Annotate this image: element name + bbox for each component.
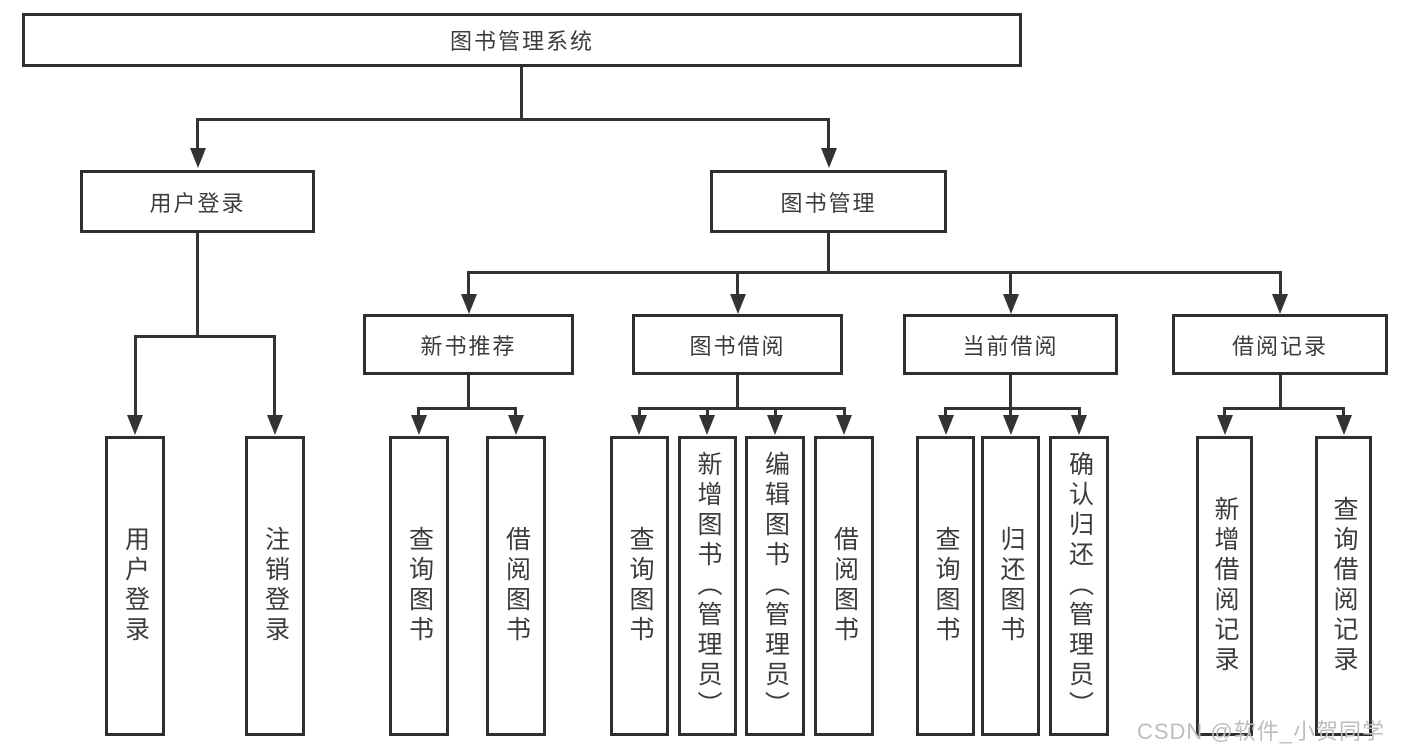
- connector-line: [514, 407, 517, 417]
- connector-line: [706, 407, 709, 417]
- leaf-add-borrow-record: 新增借阅记录: [1196, 436, 1253, 736]
- connector-line: [467, 271, 470, 295]
- leaf-borrow-books-2: 借阅图书: [814, 436, 874, 736]
- node-label: 借阅图书: [502, 526, 531, 646]
- connector-line: [736, 271, 739, 295]
- connector-line: [1009, 271, 1012, 295]
- arrowhead-down: [508, 415, 524, 435]
- node-current-borrowing: 当前借阅: [903, 314, 1118, 375]
- node-label: 查询借阅记录: [1330, 496, 1358, 676]
- node-book-borrowing: 图书借阅: [632, 314, 843, 375]
- node-new-book-recommendation: 新书推荐: [363, 314, 574, 375]
- arrowhead-down: [938, 415, 954, 435]
- node-label: 新增图书（管理员）: [694, 451, 722, 721]
- node-label: 用户登录: [149, 190, 246, 216]
- watermark: CSDN @软件_小贺同学: [1136, 719, 1385, 744]
- leaf-query-books-1: 查询图书: [389, 436, 449, 736]
- connector-line: [843, 407, 846, 417]
- node-label: 图书管理系统: [449, 29, 594, 54]
- arrowhead-down: [631, 415, 647, 435]
- node-label: 新书推荐: [420, 333, 517, 359]
- connector-line: [196, 118, 199, 150]
- leaf-add-books-admin: 新增图书（管理员）: [678, 436, 737, 736]
- leaf-query-borrow-record: 查询借阅记录: [1315, 436, 1372, 736]
- node-label: 查询图书: [626, 526, 654, 646]
- arrowhead-down: [1217, 415, 1233, 435]
- arrowhead-down: [1003, 294, 1019, 314]
- arrowhead-down: [730, 294, 746, 314]
- arrowhead-down: [267, 415, 283, 435]
- connector-line: [944, 407, 1081, 410]
- connector-line: [273, 335, 276, 417]
- node-book-management: 图书管理: [710, 170, 947, 233]
- arrowhead-down: [461, 294, 477, 314]
- connector-line: [944, 407, 947, 417]
- connector-line: [467, 271, 1282, 274]
- node-label: 编辑图书（管理员）: [761, 451, 790, 721]
- node-library-system: 图书管理系统: [22, 13, 1022, 67]
- arrowhead-down: [1272, 294, 1288, 314]
- node-label: 图书管理: [780, 190, 877, 216]
- leaf-return-books: 归还图书: [981, 436, 1040, 736]
- connector-line: [827, 233, 830, 272]
- arrowhead-down: [821, 148, 837, 168]
- connector-line: [1279, 271, 1282, 295]
- node-label: 用户登录: [121, 526, 150, 646]
- connector-line: [196, 118, 830, 121]
- arrowhead-down: [411, 415, 427, 435]
- node-label: 新增借阅记录: [1211, 496, 1239, 676]
- node-label: 确认归还（管理员）: [1065, 451, 1094, 721]
- leaf-edit-books-admin: 编辑图书（管理员）: [745, 436, 805, 736]
- node-label: 借阅记录: [1231, 333, 1328, 359]
- connector-line: [467, 375, 470, 408]
- connector-line: [196, 233, 199, 336]
- connector-line: [1009, 407, 1012, 417]
- leaf-logout-login: 注销登录: [245, 436, 305, 736]
- connector-line: [134, 335, 276, 338]
- arrowhead-down: [127, 415, 143, 435]
- leaf-borrow-books-1: 借阅图书: [486, 436, 546, 736]
- node-user-login: 用户登录: [80, 170, 315, 233]
- connector-line: [520, 67, 523, 119]
- leaf-confirm-return-admin: 确认归还（管理员）: [1049, 436, 1109, 736]
- connector-line: [774, 407, 777, 417]
- connector-line: [638, 407, 846, 410]
- node-label: 借阅图书: [830, 526, 859, 646]
- connector-line: [134, 335, 137, 417]
- connector-line: [1009, 375, 1012, 408]
- connector-line: [1223, 407, 1345, 410]
- arrowhead-down: [767, 415, 783, 435]
- connector-line: [417, 407, 420, 417]
- connector-line: [1223, 407, 1226, 417]
- node-label: 查询图书: [405, 526, 434, 646]
- node-label: 图书借阅: [689, 333, 786, 359]
- node-label: 当前借阅: [962, 333, 1059, 359]
- connector-line: [1078, 407, 1081, 417]
- connector-line: [1279, 375, 1282, 408]
- leaf-query-books-3: 查询图书: [916, 436, 975, 736]
- connector-line: [417, 407, 517, 410]
- arrowhead-down: [836, 415, 852, 435]
- arrowhead-down: [699, 415, 715, 435]
- connector-line: [1342, 407, 1345, 417]
- leaf-query-books-2: 查询图书: [610, 436, 669, 736]
- node-label: 归还图书: [997, 526, 1025, 646]
- arrowhead-down: [1003, 415, 1019, 435]
- arrowhead-down: [1336, 415, 1352, 435]
- connector-line: [638, 407, 641, 417]
- leaf-user-login: 用户登录: [105, 436, 165, 736]
- node-label: 查询图书: [932, 526, 960, 646]
- arrowhead-down: [190, 148, 206, 168]
- node-label: 注销登录: [261, 526, 290, 646]
- connector-line: [827, 118, 830, 150]
- node-borrowing-records: 借阅记录: [1172, 314, 1388, 375]
- arrowhead-down: [1071, 415, 1087, 435]
- connector-line: [736, 375, 739, 408]
